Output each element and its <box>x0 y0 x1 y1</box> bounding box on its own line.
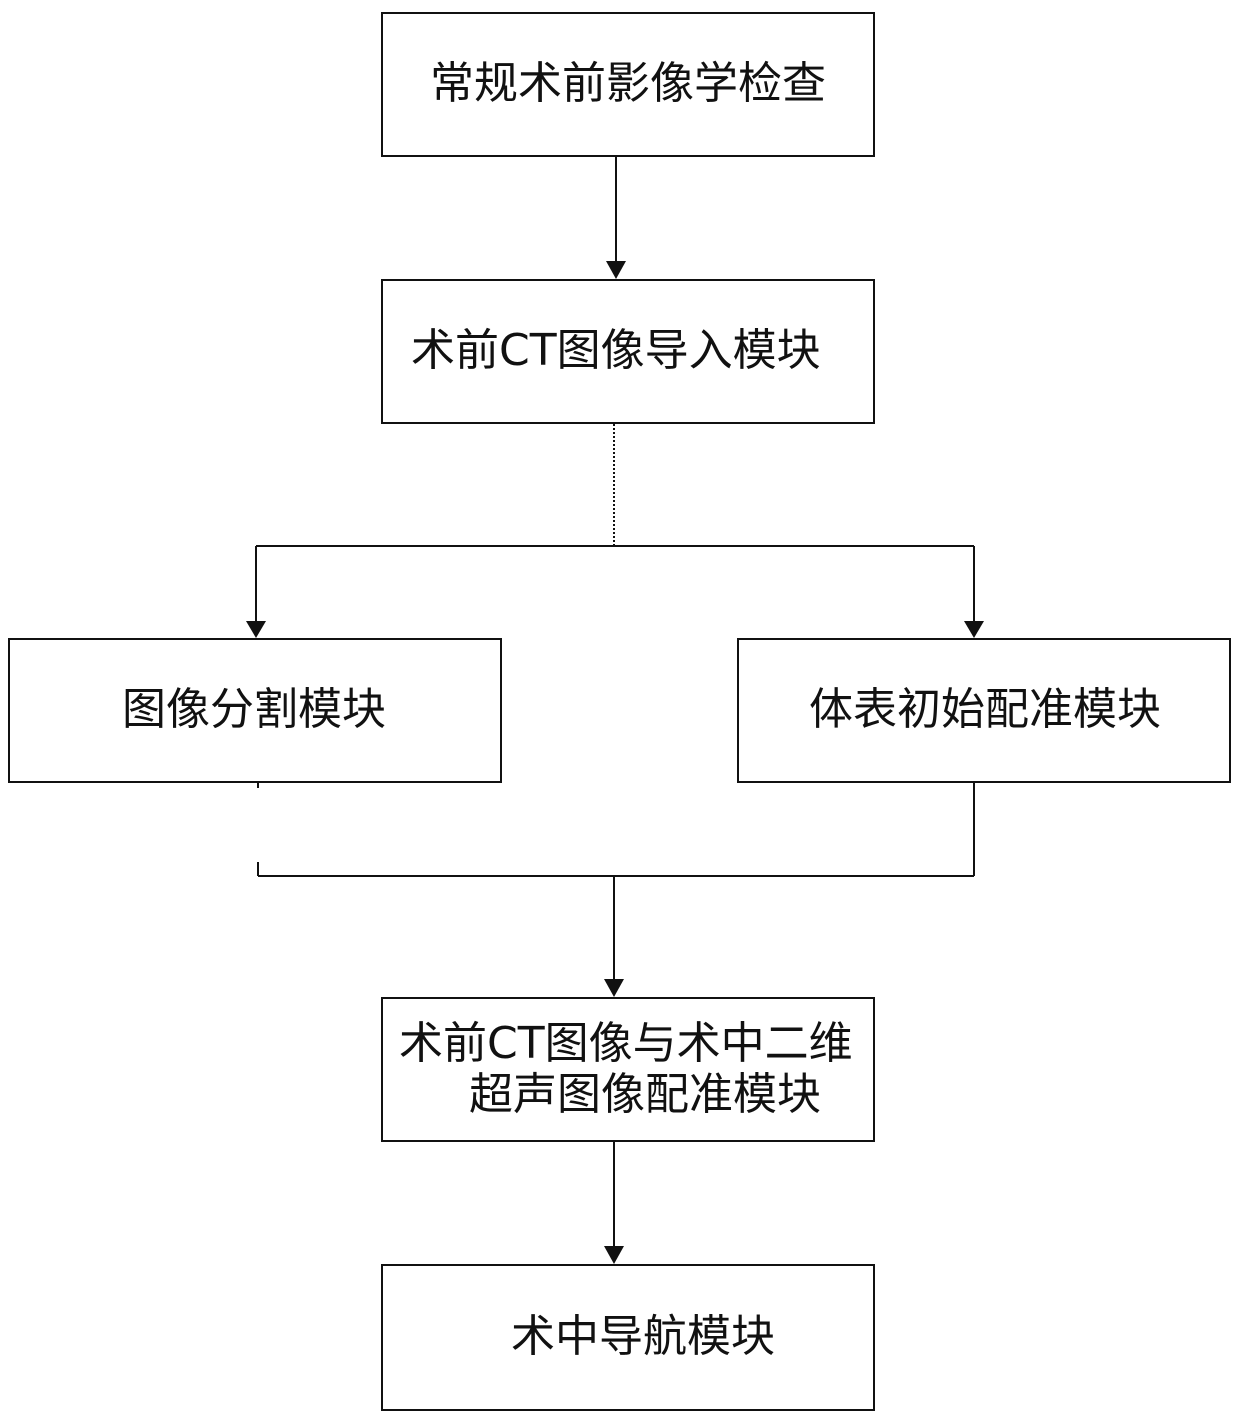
arrowhead-surface-registration <box>964 621 984 638</box>
node-intraop-navigation: 术中导航模块 <box>381 1264 875 1411</box>
node-preop-ct-import-label: 术前CT图像导入模块 <box>411 326 821 377</box>
arrowhead-ct-us-registration <box>604 979 624 997</box>
node-preop-imaging-exam: 常规术前影像学检查 <box>381 12 875 157</box>
node-surface-initial-registration-label: 体表初始配准模块 <box>809 685 1161 736</box>
arrowhead-navigation <box>604 1246 624 1264</box>
node-preop-imaging-exam-label: 常规术前影像学检查 <box>430 59 826 110</box>
node-image-segmentation-label: 图像分割模块 <box>122 685 386 736</box>
node-surface-initial-registration: 体表初始配准模块 <box>737 638 1231 783</box>
arrowhead-segmentation <box>246 621 266 638</box>
node-preop-ct-import: 术前CT图像导入模块 <box>381 279 875 424</box>
arrowhead-ct-import <box>606 261 626 279</box>
node-ct-us-registration: 术前CT图像与术中二维 超声图像配准模块 <box>381 997 875 1142</box>
node-image-segmentation: 图像分割模块 <box>8 638 502 783</box>
node-ct-us-registration-label-line2: 超声图像配准模块 <box>399 1070 821 1121</box>
node-ct-us-registration-label-line1: 术前CT图像与术中二维 <box>399 1019 853 1070</box>
node-intraop-navigation-label: 术中导航模块 <box>511 1312 775 1363</box>
